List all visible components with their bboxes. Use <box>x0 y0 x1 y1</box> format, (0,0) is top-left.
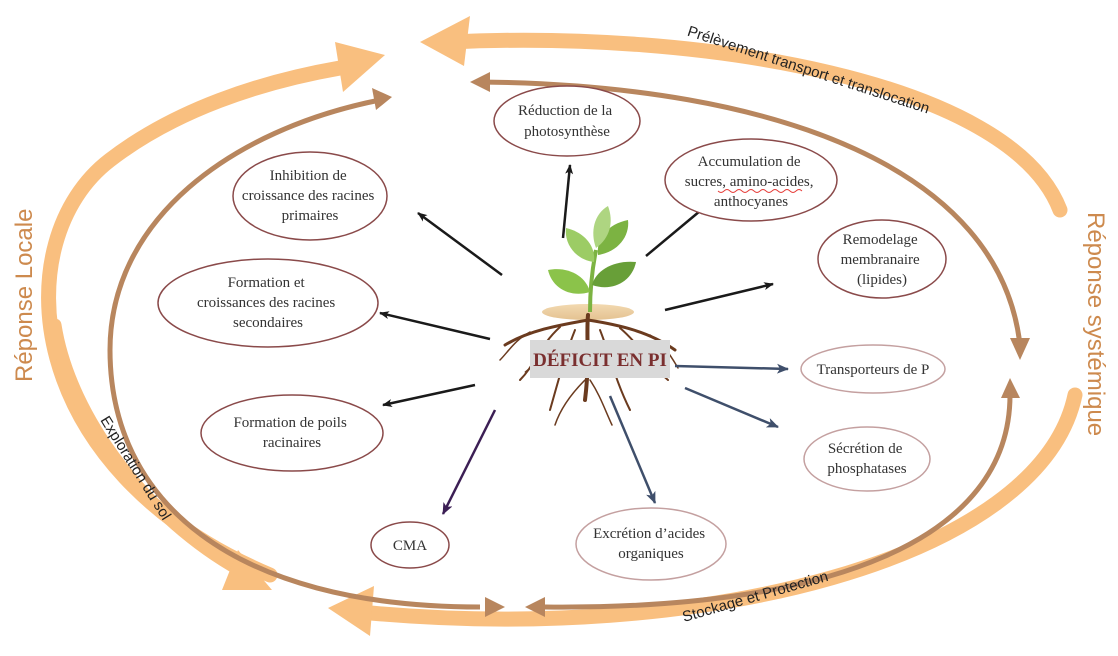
outer-arrow-top <box>442 32 1068 218</box>
inner-ring-left-head <box>372 88 392 110</box>
leaf-right-upper <box>597 220 629 255</box>
node-remodelage: Remodelage membranaire (lipides) <box>817 219 947 299</box>
node-excretion: Excrétion d’acides organiques <box>575 507 727 581</box>
node-secretion-line-2: phosphatases <box>827 461 906 477</box>
node-secondaires: Formation et croissances des racines sec… <box>157 258 379 348</box>
outer-arrows <box>41 16 1083 636</box>
node-secretion: Sécrétion de phosphatases <box>803 426 931 492</box>
node-remodelage-line-3: (lipides) <box>857 272 907 288</box>
node-primaires-line-1: Inhibition de <box>270 168 347 184</box>
node-transporteurs: Transporteurs de P <box>800 344 946 394</box>
outer-arrowhead-left-top <box>335 42 385 92</box>
svg-text:Formation et croissanc: Formation et croissances des racines sec… <box>197 275 339 331</box>
arrow-to-primaires <box>417 211 503 277</box>
plant-illustration <box>499 206 679 426</box>
node-secondaires-line-1: Formation et <box>228 275 306 291</box>
node-cma-line-1: CMA <box>393 538 427 554</box>
node-poils-line-1: Formation de poils <box>233 415 346 431</box>
node-secretion-line-1: Sécrétion de <box>828 441 903 457</box>
arrow-to-excretion <box>608 395 657 504</box>
node-transporteurs-line-1: Transporteurs de P <box>817 362 930 378</box>
node-accumulation-line-1: Accumulation de <box>698 154 801 170</box>
svg-text:Réduction de la photos: Réduction de la photosynthèse <box>518 103 616 140</box>
outer-arrow-left-bottom <box>48 318 247 577</box>
node-accumulation-line-2: sucres, amino-acides, <box>685 174 814 190</box>
svg-text:CMA: CMA <box>393 538 427 554</box>
node-secondaires-line-2: croissances des racines <box>197 295 335 311</box>
path-label-bottom: Stockage et Protection <box>680 568 830 626</box>
node-accumulation-line-3: anthocyanes <box>714 194 788 210</box>
svg-text:Accumulation de sucres: Accumulation de sucres, amino-acides, an… <box>685 154 817 210</box>
inner-ring-top-head <box>470 72 490 92</box>
svg-text:Transporteurs de P: Transporteurs de P <box>817 362 930 378</box>
arrow-to-photosynthese <box>561 164 574 239</box>
leaf-left-lower <box>548 269 590 294</box>
node-remodelage-line-1: Remodelage <box>843 232 918 248</box>
arrow-to-secretion <box>684 386 779 429</box>
leaf-right-lower <box>592 261 636 288</box>
node-secondaires-line-3: secondaires <box>233 315 303 331</box>
arrow-to-accumulation <box>645 205 707 257</box>
inner-ring-bottom-arc <box>544 394 1013 610</box>
node-excretion-line-2: organiques <box>618 546 684 562</box>
node-photosynthese: Réduction de la photosynthèse <box>493 85 641 157</box>
node-cma: CMA <box>370 521 450 569</box>
arrow-to-cma <box>441 409 497 515</box>
node-photosynthese-line-1: Réduction de la <box>518 103 612 119</box>
svg-text:Sécrétion de phosphata: Sécrétion de phosphatases <box>827 441 906 477</box>
inner-ring-left-arc <box>107 97 481 610</box>
node-excretion-line-1: Excrétion d’acides <box>593 526 705 542</box>
node-primaires-line-3: primaires <box>282 208 339 224</box>
inner-ring-bottom-mid-head <box>525 597 545 617</box>
node-photosynthese-line-2: photosynthèse <box>524 124 610 140</box>
outer-arrowhead-top <box>420 16 470 66</box>
node-accumulation: Accumulation de sucres, amino-acides, an… <box>664 138 838 222</box>
side-label-right: Réponse systémique <box>1082 212 1109 436</box>
radial-arrows <box>379 164 789 515</box>
arrow-to-secondaires <box>379 311 491 341</box>
node-primaires: Inhibition de croissance des racines pri… <box>232 151 388 241</box>
inner-ring-bottom-left-head <box>485 597 505 617</box>
svg-text:Formation de poils rac: Formation de poils racinaires <box>233 415 350 451</box>
inner-ring-top-arc <box>479 79 1023 346</box>
svg-text:Excrétion d’acides org: Excrétion d’acides organiques <box>593 526 709 562</box>
center-label: DÉFICIT EN PI <box>530 340 670 378</box>
center-label-box <box>530 340 670 378</box>
seedling <box>548 206 636 313</box>
inner-ring <box>107 72 1030 617</box>
leaf-top <box>593 206 611 248</box>
svg-text:Inhibition de croissan: Inhibition de croissance des racines pri… <box>242 168 378 224</box>
outer-arrowhead-left-bottom <box>222 550 272 590</box>
arrow-to-poils <box>382 383 476 407</box>
node-remodelage-line-2: membranaire <box>841 252 920 268</box>
nodes: Réduction de la photosynthèse Accumulati… <box>157 85 947 581</box>
inner-ring-bottom-right-head <box>1001 378 1020 398</box>
inner-ring-right-head <box>1010 338 1030 360</box>
spellcheck-underline <box>717 189 803 193</box>
arrow-to-transporteurs <box>674 363 789 374</box>
arrow-to-remodelage <box>664 282 774 312</box>
side-label-left: Réponse Locale <box>11 209 38 382</box>
leaf-left-upper <box>565 228 595 262</box>
node-poils-line-2: racinaires <box>263 435 321 451</box>
center-label-text: DÉFICIT EN PI <box>533 349 667 371</box>
path-label-top: Prélèvement transport et translocation <box>685 23 931 117</box>
node-poils: Formation de poils racinaires <box>200 394 384 472</box>
outer-arrow-bottom <box>352 387 1083 627</box>
svg-text:Remodelage membranaire: Remodelage membranaire (lipides) <box>841 232 924 288</box>
node-primaires-line-2: croissance des racines <box>242 188 375 204</box>
